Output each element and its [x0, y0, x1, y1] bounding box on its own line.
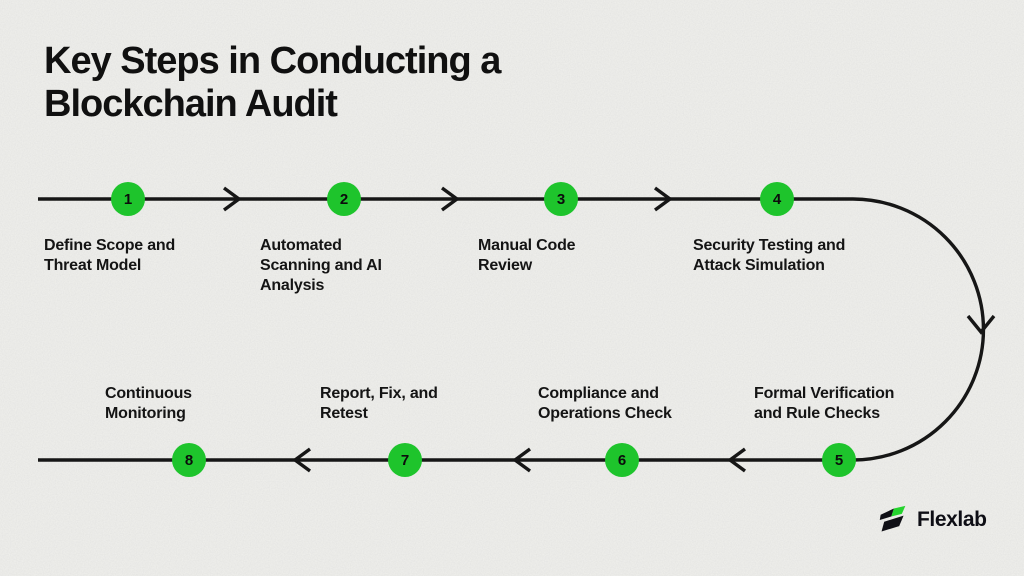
arrow-left-icon: [512, 447, 532, 473]
arrow-right-icon: [222, 186, 242, 212]
arrow-right-icon: [653, 186, 673, 212]
step-label-1: Define Scope and Threat Model: [44, 237, 176, 274]
arrow-right-icon: [440, 186, 460, 212]
step-node-6: 6: [605, 443, 639, 477]
step-label-6: Compliance and Operations Check: [538, 385, 672, 422]
step-label-4: Security Testing and Attack Simulation: [693, 237, 846, 274]
step-number: 1: [123, 190, 133, 208]
step-node-5: 5: [822, 443, 856, 477]
flexlab-logo-icon: [879, 505, 906, 532]
page-title: Key Steps in Conducting a Blockchain Aud…: [44, 40, 501, 125]
step-node-8: 8: [172, 443, 206, 477]
arrow-left-icon: [292, 447, 312, 473]
step-node-4: 4: [760, 182, 794, 216]
step-label-5: Formal Verification and Rule Checks: [754, 385, 895, 422]
arrow-down-icon: [966, 314, 996, 335]
step-node-7: 7: [388, 443, 422, 477]
step-label-8: Continuous Monitoring: [105, 385, 192, 422]
step-label-2: Automated Scanning and AI Analysis: [260, 237, 382, 294]
step-number: 5: [834, 451, 844, 469]
step-label-7: Report, Fix, and Retest: [320, 385, 438, 422]
brand-name: Flexlab: [917, 508, 987, 531]
step-node-2: 2: [327, 182, 361, 216]
brand-logo: Flexlab: [878, 503, 987, 537]
step-number: 3: [556, 190, 566, 208]
step-label-3: Manual Code Review: [478, 237, 576, 274]
step-number: 8: [184, 451, 194, 469]
step-number: 7: [400, 451, 410, 469]
step-node-1: 1: [111, 182, 145, 216]
step-node-3: 3: [544, 182, 578, 216]
step-number: 2: [339, 190, 349, 208]
step-number: 4: [772, 190, 782, 208]
step-number: 6: [617, 451, 627, 469]
arrow-left-icon: [727, 447, 747, 473]
